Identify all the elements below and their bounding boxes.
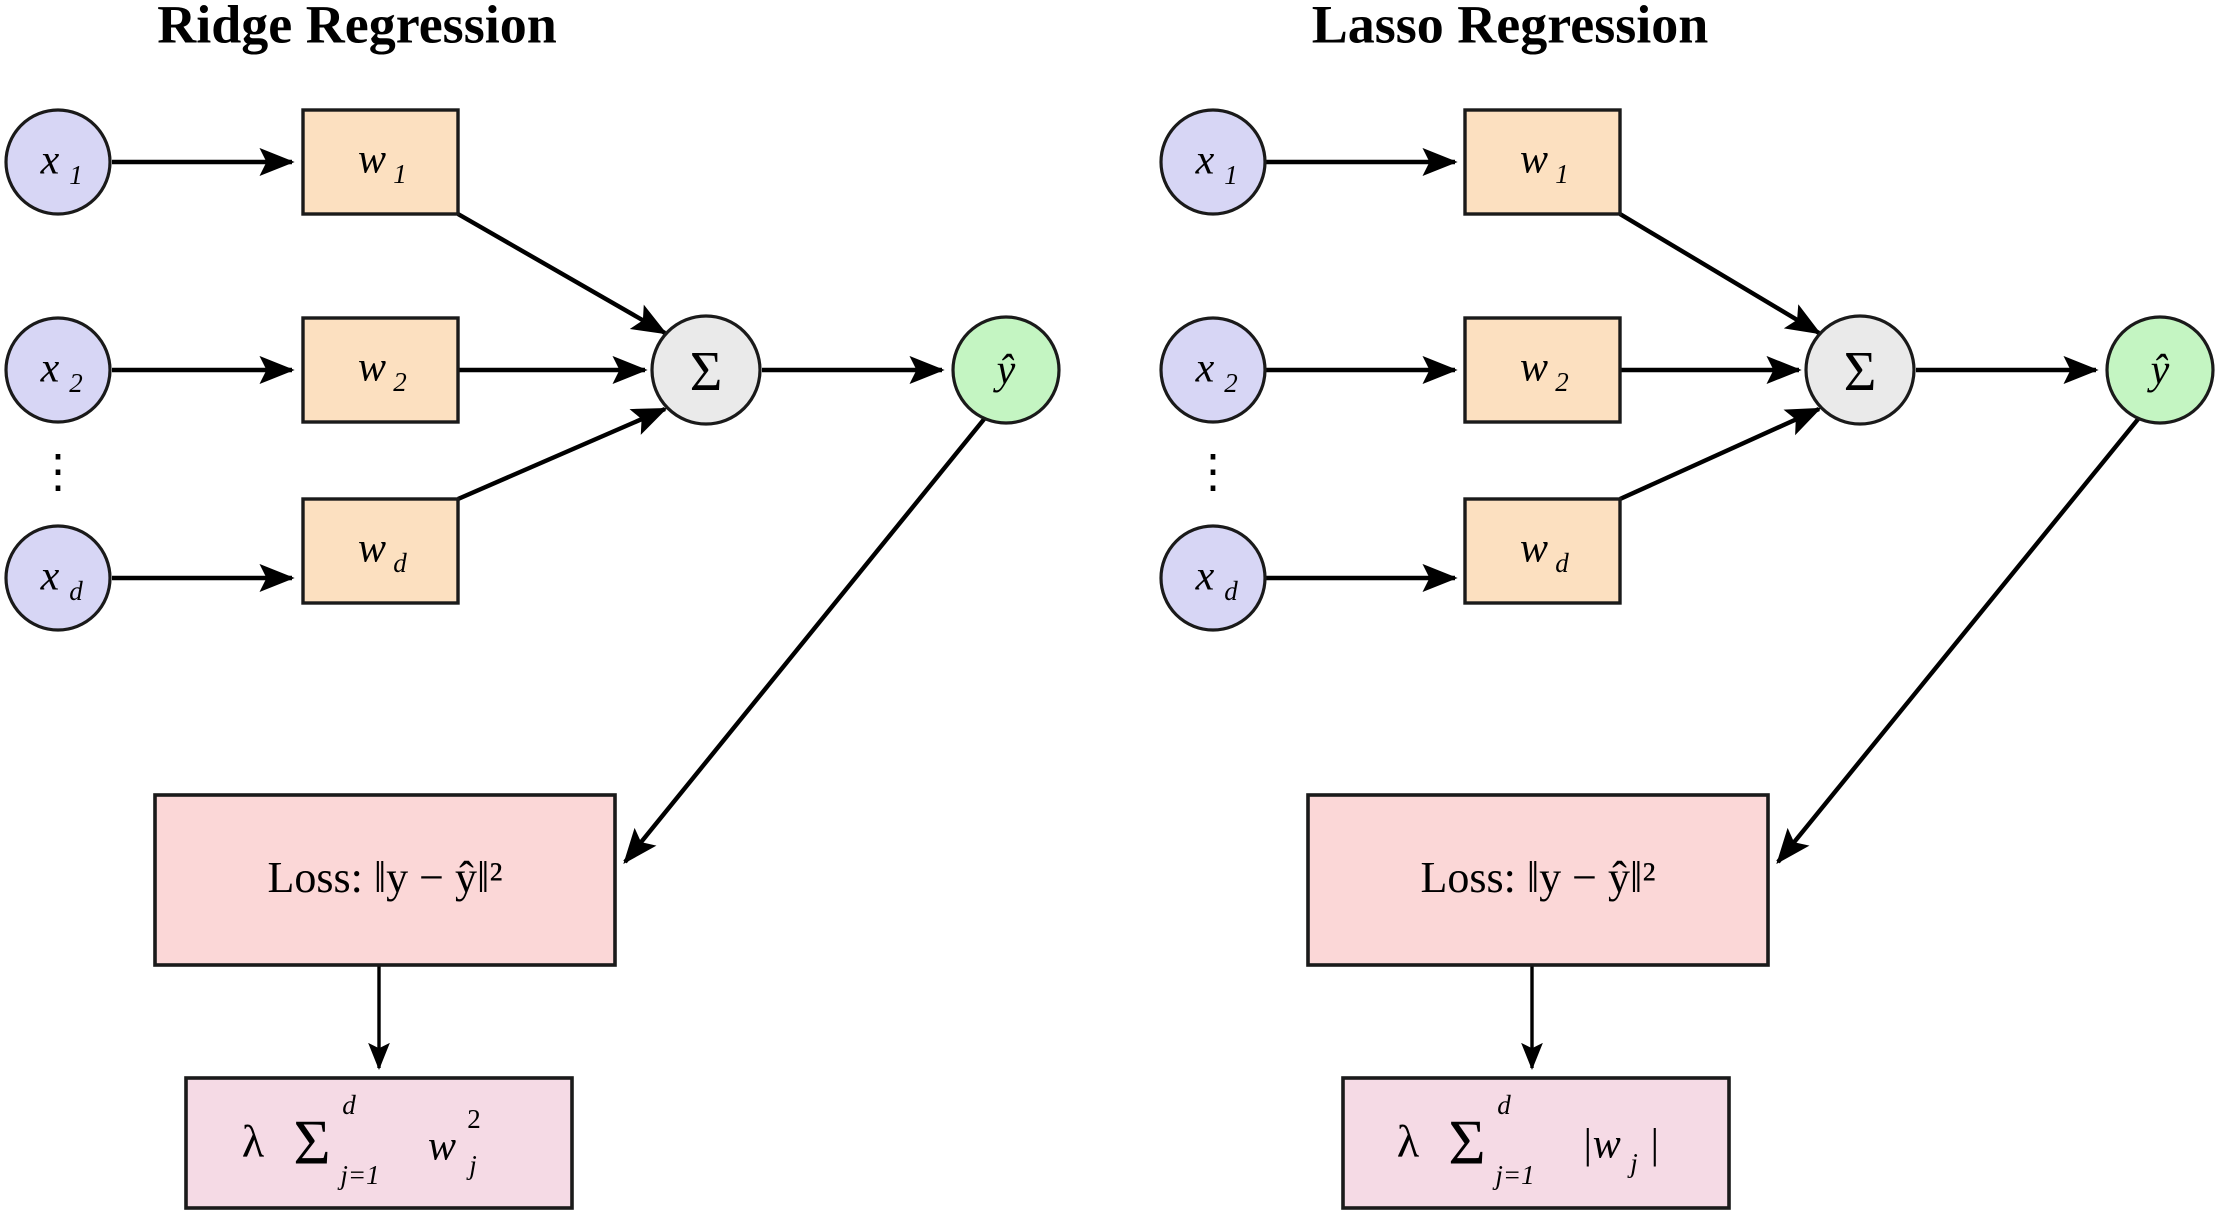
input-node-x1-lasso-subscript: 1 bbox=[1224, 160, 1238, 190]
penalty-lambda-lasso: λ bbox=[1397, 1116, 1420, 1167]
output-node-yhat-circle[interactable] bbox=[951, 315, 1061, 425]
output-node-yhat-lasso-circle[interactable] bbox=[2105, 315, 2215, 425]
loss-box[interactable]: Loss: ‖y − ŷ‖² bbox=[153, 793, 617, 967]
weight-box-w2-rect[interactable] bbox=[301, 316, 460, 424]
weight-box-w1-lasso-label: w bbox=[1520, 137, 1548, 183]
sum-node-circle[interactable] bbox=[650, 314, 762, 426]
weight-box-w2-subscript: 2 bbox=[393, 367, 407, 397]
loss-box-lasso[interactable]: Loss: ‖y − ŷ‖² bbox=[1306, 793, 1770, 967]
penalty-term-superscript: 2 bbox=[467, 1104, 481, 1134]
input-node-x1-lasso[interactable]: x 1 bbox=[1159, 108, 1267, 216]
weight-box-w2-lasso-label: w bbox=[1520, 345, 1548, 391]
panel-title-ridge: Ridge Regression bbox=[157, 0, 557, 54]
penalty-sum-symbol: Σ bbox=[293, 1107, 330, 1178]
penalty-term-subscript: j bbox=[466, 1150, 477, 1180]
weight-box-wd-label: w bbox=[358, 526, 386, 572]
input-node-x1[interactable]: x 1 bbox=[4, 108, 112, 216]
penalty-sum-upper: d bbox=[342, 1090, 356, 1120]
input-node-xd-lasso-label: x bbox=[1195, 554, 1215, 600]
sum-node-label: Σ bbox=[690, 341, 723, 403]
weight-box-wd-rect[interactable] bbox=[301, 497, 460, 605]
penalty-box-ridge[interactable]: λ Σ d j=1 w j 2 bbox=[184, 1076, 574, 1210]
loss-box-lasso-rect[interactable] bbox=[1306, 793, 1770, 967]
input-node-x2-subscript: 2 bbox=[69, 368, 83, 398]
input-node-x1-lasso-circle[interactable] bbox=[1159, 108, 1267, 216]
penalty-term-lasso: |w bbox=[1581, 1122, 1621, 1168]
input-node-x2-circle[interactable] bbox=[4, 316, 112, 424]
input-node-x1-circle[interactable] bbox=[4, 108, 112, 216]
input-node-x2-lasso-subscript: 2 bbox=[1224, 368, 1238, 398]
weight-box-w2-lasso-subscript: 2 bbox=[1555, 367, 1569, 397]
penalty-box-lasso-rect[interactable] bbox=[1341, 1076, 1731, 1210]
panel-lasso: Lasso Regression x 1 x bbox=[1159, 0, 2215, 1210]
weight-box-w2[interactable]: w 2 bbox=[301, 316, 460, 424]
loss-box-rect[interactable] bbox=[153, 793, 617, 967]
penalty-box-lasso[interactable]: λ Σ d j=1 |w j | bbox=[1341, 1076, 1731, 1210]
output-node-yhat-lasso[interactable]: ŷ bbox=[2105, 315, 2215, 425]
panel-ridge: Ridge Regression x 1 x bbox=[4, 0, 1061, 1210]
panel-title-lasso: Lasso Regression bbox=[1312, 0, 1709, 54]
weight-box-w2-lasso-rect[interactable] bbox=[1463, 316, 1622, 424]
input-node-x1-subscript: 1 bbox=[69, 160, 83, 190]
sum-node-lasso-label: Σ bbox=[1844, 341, 1877, 403]
input-node-xd-lasso[interactable]: x d bbox=[1159, 524, 1267, 632]
loss-box-lasso-label: Loss: ‖y − ŷ‖² bbox=[1420, 853, 1655, 902]
weight-box-wd-lasso[interactable]: w d bbox=[1463, 497, 1622, 605]
input-node-x2-lasso-label: x bbox=[1195, 346, 1215, 392]
weight-box-w1-subscript: 1 bbox=[393, 159, 407, 189]
weight-box-wd[interactable]: w d bbox=[301, 497, 460, 605]
edge-yhat-to-loss bbox=[623, 416, 987, 865]
sum-node-lasso-circle[interactable] bbox=[1804, 314, 1916, 426]
weight-box-w1-lasso-subscript: 1 bbox=[1555, 159, 1569, 189]
penalty-sum-symbol-lasso: Σ bbox=[1448, 1107, 1485, 1178]
penalty-term: w bbox=[428, 1124, 456, 1170]
edge-wd-to-sum-lasso bbox=[1619, 406, 1822, 502]
edge-w1-to-sum bbox=[456, 212, 668, 335]
loss-box-label: Loss: ‖y − ŷ‖² bbox=[267, 853, 502, 902]
input-node-xd-lasso-circle[interactable] bbox=[1159, 524, 1267, 632]
weight-box-w1-lasso[interactable]: w 1 bbox=[1463, 108, 1622, 216]
weight-box-w1-label: w bbox=[358, 137, 386, 183]
input-node-xd-circle[interactable] bbox=[4, 524, 112, 632]
edge-yhat-to-loss-lasso bbox=[1776, 416, 2141, 865]
input-node-x2-lasso-circle[interactable] bbox=[1159, 316, 1267, 424]
penalty-sum-upper-lasso: d bbox=[1497, 1090, 1511, 1120]
input-node-x2-label: x bbox=[40, 346, 60, 392]
input-node-x1-lasso-label: x bbox=[1195, 138, 1215, 184]
penalty-term-subscript-lasso: j bbox=[1627, 1148, 1638, 1178]
penalty-term-closing-bar-lasso: | bbox=[1648, 1122, 1660, 1168]
penalty-box-ridge-rect[interactable] bbox=[184, 1076, 574, 1210]
input-node-xd-lasso-subscript: d bbox=[1224, 576, 1238, 606]
output-node-yhat-lasso-label: ŷ bbox=[2147, 348, 2170, 394]
edge-w1-to-sum-lasso bbox=[1618, 212, 1822, 335]
weight-box-w1[interactable]: w 1 bbox=[301, 108, 460, 216]
input-node-xd-label: x bbox=[40, 554, 60, 600]
weight-box-wd-lasso-label: w bbox=[1520, 526, 1548, 572]
penalty-sum-lower: j=1 bbox=[337, 1160, 379, 1190]
weight-box-w2-label: w bbox=[358, 345, 386, 391]
weight-box-w1-lasso-rect[interactable] bbox=[1463, 108, 1622, 216]
input-node-xd-subscript: d bbox=[69, 576, 83, 606]
input-node-xd[interactable]: x d bbox=[4, 524, 112, 632]
penalty-lambda: λ bbox=[242, 1116, 265, 1167]
edge-wd-to-sum bbox=[457, 406, 668, 502]
penalty-sum-lower-lasso: j=1 bbox=[1492, 1160, 1534, 1190]
input-node-x2[interactable]: x 2 bbox=[4, 316, 112, 424]
input-ellipsis: ⋮ bbox=[35, 446, 81, 497]
input-ellipsis-lasso: ⋮ bbox=[1190, 446, 1236, 497]
weight-box-wd-lasso-subscript: d bbox=[1555, 548, 1569, 578]
input-node-x1-label: x bbox=[40, 138, 60, 184]
weight-box-w1-rect[interactable] bbox=[301, 108, 460, 216]
weight-box-w2-lasso[interactable]: w 2 bbox=[1463, 316, 1622, 424]
output-node-yhat[interactable]: ŷ bbox=[951, 315, 1061, 425]
sum-node[interactable]: Σ bbox=[650, 314, 762, 426]
output-node-yhat-label: ŷ bbox=[993, 348, 1016, 394]
weight-box-wd-lasso-rect[interactable] bbox=[1463, 497, 1622, 605]
input-node-x2-lasso[interactable]: x 2 bbox=[1159, 316, 1267, 424]
sum-node-lasso[interactable]: Σ bbox=[1804, 314, 1916, 426]
weight-box-wd-subscript: d bbox=[393, 548, 407, 578]
